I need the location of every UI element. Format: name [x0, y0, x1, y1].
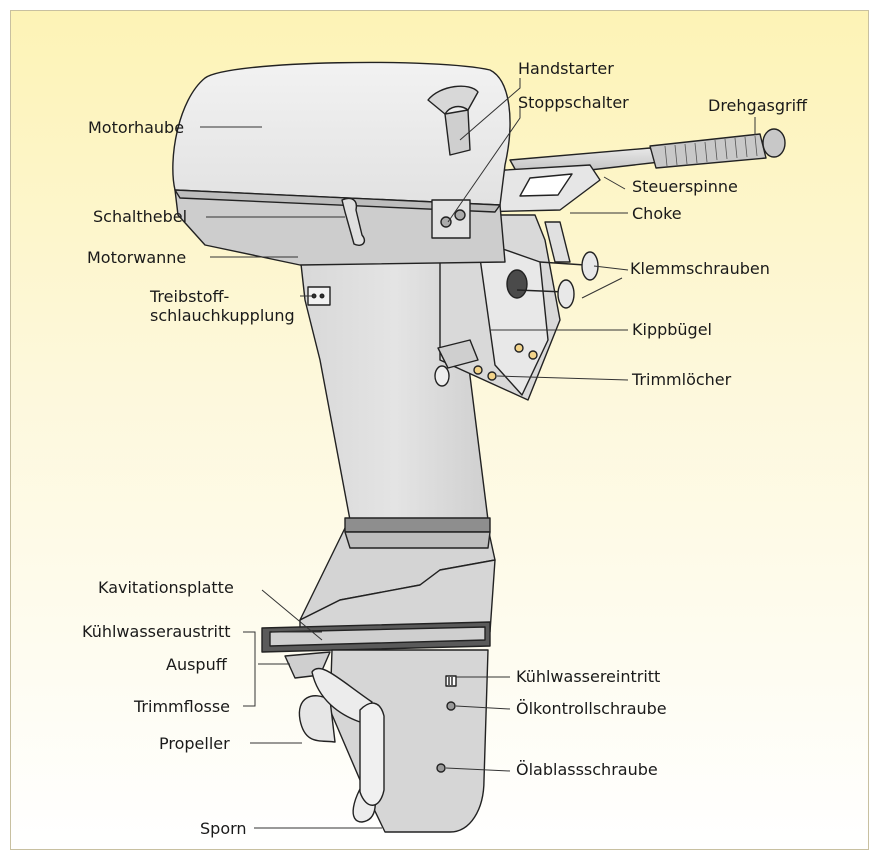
label-drehgasgriff: Drehgasgriff — [708, 96, 807, 115]
label-propeller: Propeller — [159, 734, 230, 753]
label-treibstoff-line2: schlauchkupplung — [150, 306, 295, 325]
label-oelkontrollschraube: Ölkontrollschraube — [516, 699, 667, 718]
label-kippbuegel: Kippbügel — [632, 320, 712, 339]
label-trimmflosse: Trimmflosse — [134, 697, 230, 716]
label-motorhaube: Motorhaube — [88, 118, 184, 137]
label-treibstoff-line1: Treibstoff- — [150, 287, 229, 306]
label-steuerspinne: Steuerspinne — [632, 177, 738, 196]
label-trimmloecher: Trimmlöcher — [632, 370, 731, 389]
label-oelablassschraube: Ölablassschraube — [516, 760, 658, 779]
label-klemmschrauben: Klemmschrauben — [630, 259, 770, 278]
label-motorwanne: Motorwanne — [87, 248, 186, 267]
label-schalthebel: Schalthebel — [93, 207, 187, 226]
label-handstarter: Handstarter — [518, 59, 614, 78]
label-kuehlwasseraustritt: Kühlwasseraustritt — [82, 622, 231, 641]
label-sporn: Sporn — [200, 819, 247, 838]
label-kuehlwassereintritt: Kühlwassereintritt — [516, 667, 660, 686]
label-kavitationsplatte: Kavitationsplatte — [98, 578, 234, 597]
label-stoppschalter: Stoppschalter — [518, 93, 629, 112]
label-auspuff: Auspuff — [166, 655, 227, 674]
label-choke: Choke — [632, 204, 682, 223]
